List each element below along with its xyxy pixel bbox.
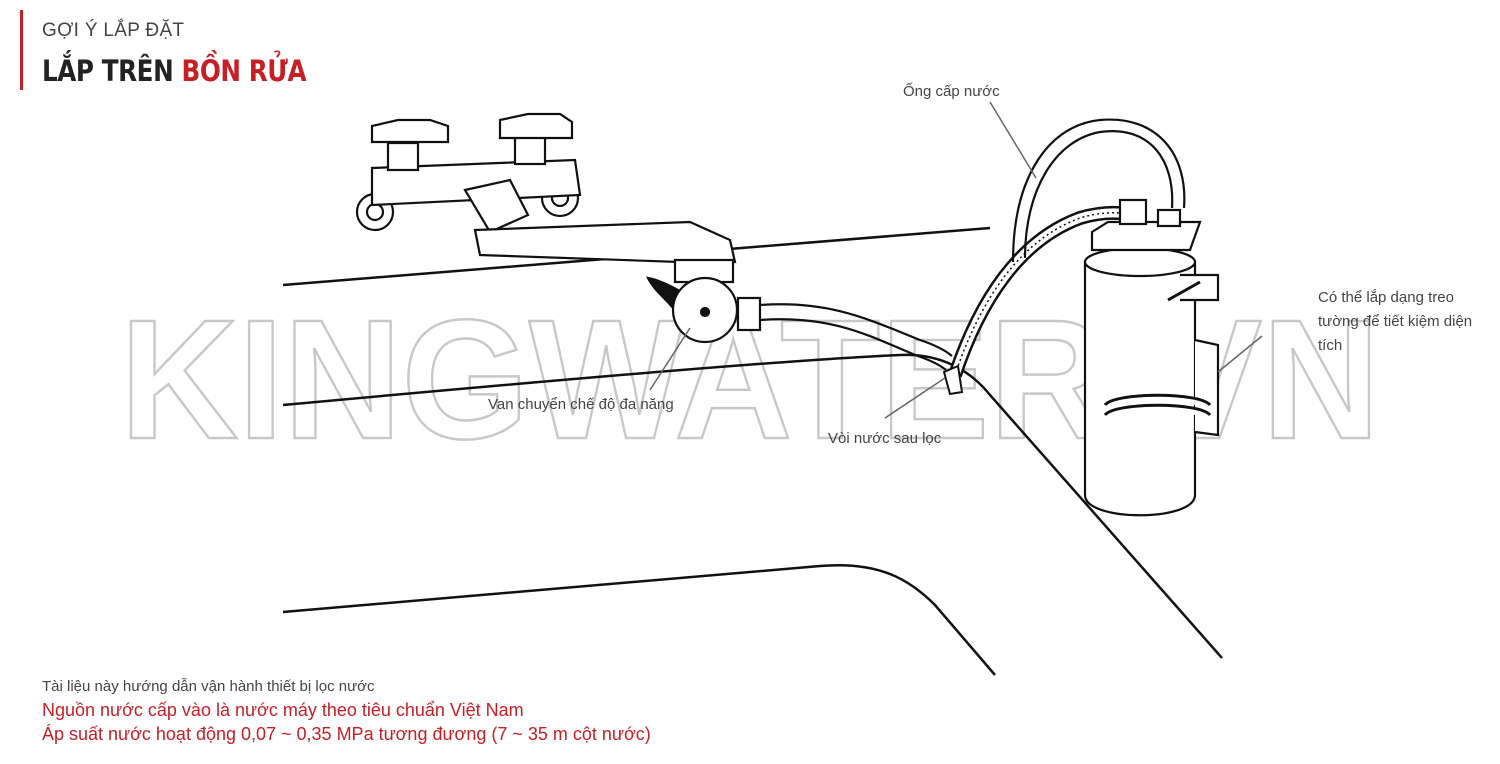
supply-pipe bbox=[1011, 118, 1186, 263]
label-supply-pipe: Ống cấp nước bbox=[903, 83, 1000, 100]
diverter-valve bbox=[646, 276, 762, 344]
label-filtered-faucet: Vòi nước sau lọc bbox=[828, 430, 942, 447]
notes: Tài liệu này hướng dẫn vận hành thiết bị… bbox=[42, 676, 651, 746]
accent-bar bbox=[20, 10, 23, 90]
label-wall-mount: Có thể lắp dạng treo tường để tiết kiệm … bbox=[1318, 286, 1472, 358]
section-subtitle: GỢI Ý LẮP ĐẶT bbox=[42, 20, 185, 41]
title-part-2: BỒN RỬA bbox=[181, 54, 307, 88]
label-diverter-valve: Van chuyển chế độ đa năng bbox=[488, 396, 674, 413]
note-water-source: Nguồn nước cấp vào là nước máy theo tiêu… bbox=[42, 700, 524, 720]
title-part-1: LẮP TRÊN bbox=[42, 54, 174, 88]
note-document-purpose: Tài liệu này hướng dẫn vận hành thiết bị… bbox=[42, 678, 375, 695]
filter-unit bbox=[1083, 198, 1220, 517]
leader-lines bbox=[649, 101, 1263, 419]
label-wall-mount-line-3: tích bbox=[1318, 337, 1343, 354]
filtered-faucet-neck bbox=[942, 205, 1130, 396]
wall-faucet bbox=[355, 112, 737, 284]
note-water-pressure: Áp suất nước hoạt động 0,07 ~ 0,35 MPa t… bbox=[42, 724, 651, 744]
label-wall-mount-line-2: tường để tiết kiệm diện bbox=[1318, 313, 1473, 330]
filtered-water-hose bbox=[759, 303, 953, 371]
label-wall-mount-line-1: Có thể lắp dạng treo bbox=[1318, 289, 1454, 306]
section-title: LẮP TRÊN BỒN RỬA bbox=[42, 54, 307, 88]
